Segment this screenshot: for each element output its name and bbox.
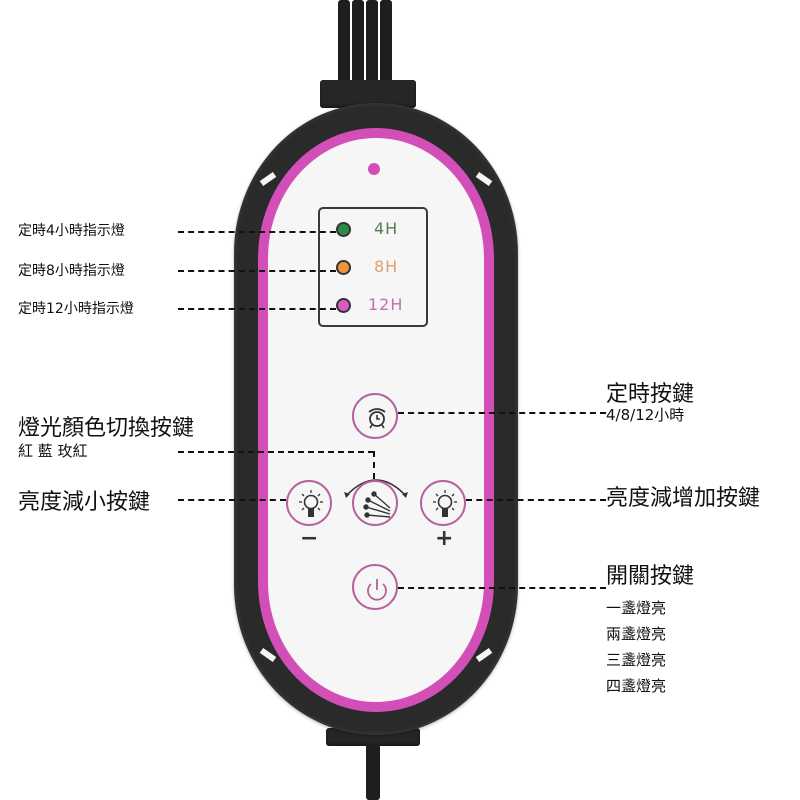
label-4h: 4H: [374, 219, 399, 238]
leader-line: [178, 451, 374, 453]
status-dot: [368, 163, 380, 175]
annotation-12h: 定時12小時指示燈: [18, 301, 134, 317]
minus-sign: −: [300, 526, 319, 551]
led-8h: [336, 260, 351, 275]
power-button[interactable]: [352, 564, 398, 610]
power-title: 開關按鍵: [606, 564, 695, 589]
bulb-icon: [299, 490, 323, 517]
alarm-clock-icon: [368, 408, 386, 429]
leader-line: [178, 499, 286, 501]
bottom-cable: [366, 744, 380, 800]
label-8h: 8H: [374, 257, 399, 276]
timer-subtitle: 4/8/12小時: [606, 406, 685, 424]
power-mode-4: 四盞燈亮: [606, 677, 667, 695]
indicator-panel: [318, 207, 428, 327]
dim-up-title: 亮度減增加按鍵: [606, 486, 761, 511]
bulb-icon: [433, 490, 457, 517]
color-switch-button[interactable]: [352, 480, 398, 526]
power-icon: [367, 579, 387, 601]
color-subtitle: 紅 藍 玫紅: [18, 442, 88, 460]
top-cable: [380, 0, 392, 85]
leader-line: [178, 308, 336, 310]
top-cable: [338, 0, 350, 85]
color-switch-icon: [363, 491, 391, 518]
leader-line: [178, 231, 336, 233]
label-12h: 12H: [368, 295, 404, 314]
power-mode-1: 一盞燈亮: [606, 599, 667, 617]
brightness-down-button[interactable]: [286, 480, 332, 526]
led-4h: [336, 222, 351, 237]
plus-sign: +: [435, 526, 454, 551]
timer-title: 定時按鍵: [606, 382, 695, 407]
leader-line: [398, 412, 606, 414]
top-cable: [366, 0, 378, 85]
leader-line: [466, 499, 606, 501]
annotation-4h: 定時4小時指示燈: [18, 223, 125, 239]
brightness-up-button[interactable]: [420, 480, 466, 526]
top-cable: [352, 0, 364, 85]
leader-line: [178, 270, 336, 272]
annotation-8h: 定時8小時指示燈: [18, 263, 125, 279]
dim-down-title: 亮度減小按鍵: [18, 490, 151, 515]
color-title: 燈光顏色切換按鍵: [18, 416, 195, 441]
leader-line: [398, 587, 606, 589]
leader-line: [373, 451, 375, 479]
power-mode-3: 三盞燈亮: [606, 651, 667, 669]
led-12h: [336, 298, 351, 313]
timer-button[interactable]: [352, 393, 398, 439]
power-mode-2: 兩盞燈亮: [606, 625, 667, 643]
